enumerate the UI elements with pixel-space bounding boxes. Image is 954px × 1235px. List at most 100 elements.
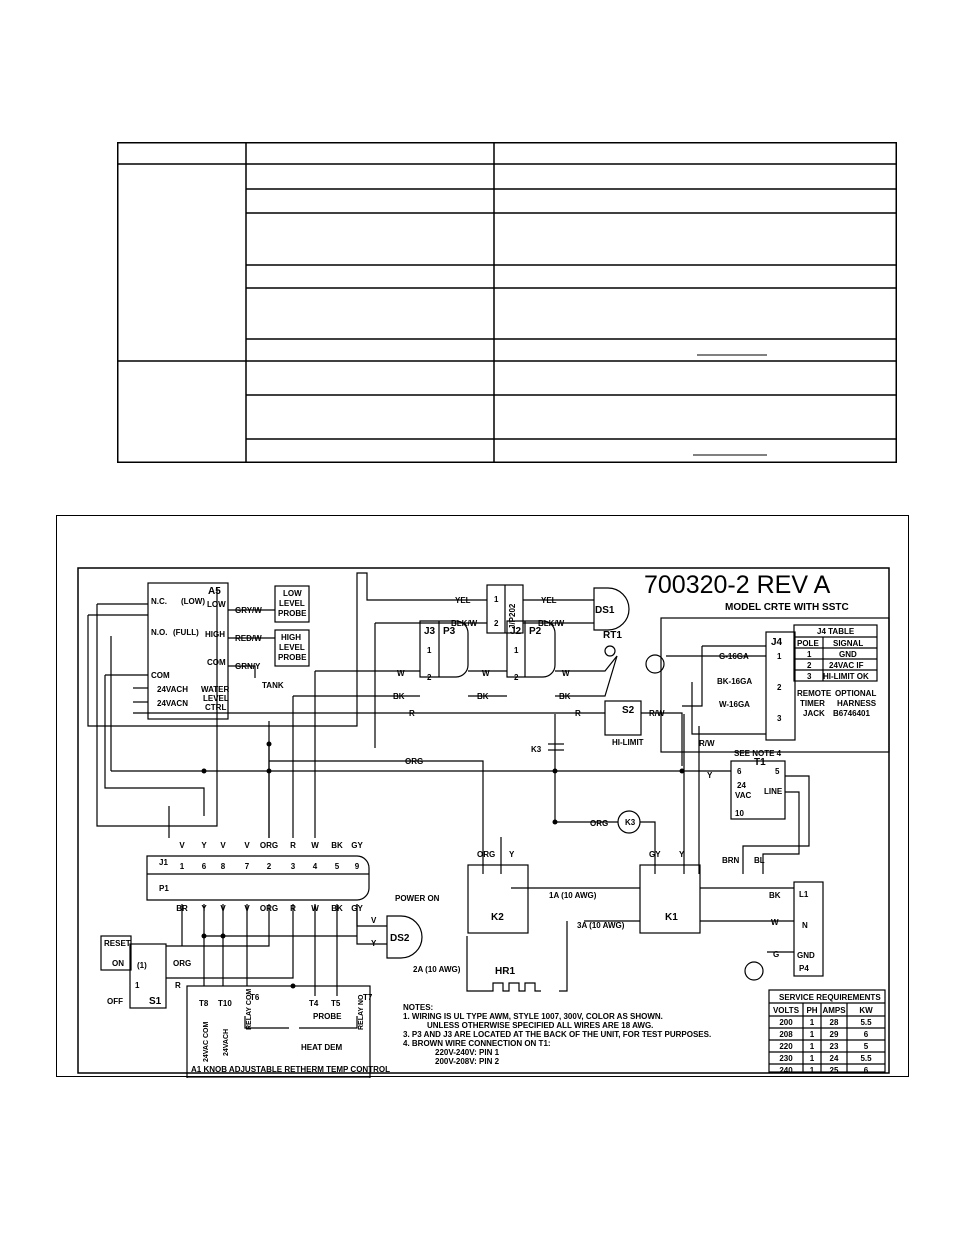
p1-bottom-wire: R: [290, 904, 296, 913]
gnd-label: GND: [797, 951, 815, 960]
low-probe-2: LEVEL: [279, 599, 305, 608]
a5-ref: A5: [208, 586, 221, 597]
bl-wire: BL: [754, 856, 765, 865]
high-wire: RED/W: [235, 634, 262, 643]
j4-label: J4: [771, 637, 783, 648]
service-cell: 240: [779, 1066, 793, 1075]
r-wire-1: R: [409, 709, 415, 718]
a1-probe: PROBE: [313, 1012, 342, 1021]
n-label: N: [802, 921, 808, 930]
p1-bottom-wire: W: [311, 904, 319, 913]
jp202-label: J/P202: [508, 603, 517, 629]
y-wire-ds2: Y: [371, 939, 377, 948]
a1-t7: T7: [363, 993, 373, 1002]
blkw-right: BLK/W: [538, 619, 565, 628]
term-high: HIGH: [205, 630, 225, 639]
wiring-schematic: 700320-2 REV A MODEL CRTE WITH SSTC A5 N…: [77, 567, 890, 1078]
service-cell: 23: [830, 1042, 839, 1051]
yel-left: YEL: [455, 596, 471, 605]
w-wire-1: W: [397, 669, 405, 678]
j4-pin2: 2: [777, 683, 782, 692]
service-header: KW: [859, 1006, 873, 1015]
j1-pin: 7: [245, 862, 250, 871]
t1-pin5: 5: [775, 767, 780, 776]
j4-pin3: 3: [777, 714, 782, 723]
r-wire-2: R: [575, 709, 581, 718]
high-probe-2: LEVEL: [279, 643, 305, 652]
rw-wire-2: R/W: [699, 739, 715, 748]
model-label: MODEL CRTE WITH SSTC: [725, 602, 849, 613]
remote-1: REMOTE: [797, 689, 832, 698]
j1-pin: 6: [202, 862, 207, 871]
j1-pin: 9: [355, 862, 360, 871]
service-cell: 5.5: [860, 1018, 872, 1027]
p1-bottom-wire: BR: [176, 904, 188, 913]
note-1b: UNLESS OTHERWISE SPECIFIED ALL WIRES ARE…: [427, 1021, 653, 1030]
y-wire-1: Y: [707, 771, 713, 780]
service-cell: 25: [830, 1066, 839, 1075]
j1-top-wire: R: [290, 841, 296, 850]
wire-3a: 3A (10 AWG): [577, 921, 625, 930]
blkw-left: BLK/W: [451, 619, 478, 628]
drawing-number: 700320-2 REV A: [644, 571, 831, 599]
off-label: OFF: [107, 997, 123, 1006]
j3-label: J3: [424, 626, 436, 637]
bk-wire-3: BK: [559, 692, 571, 701]
j1-top-wire: V: [244, 841, 250, 850]
gnd-g: G: [773, 950, 779, 959]
a1-t10: T10: [218, 999, 232, 1008]
ds2-label: DS2: [390, 933, 410, 944]
a1-relay-com: RELAY COM: [246, 989, 253, 1030]
low-label: (LOW): [181, 597, 205, 606]
j3-pin1: 1: [427, 646, 432, 655]
service-cell: 220: [779, 1042, 793, 1051]
service-cell: 5.5: [860, 1054, 872, 1063]
l1-bk: BK: [769, 891, 781, 900]
j1-pin: 3: [291, 862, 296, 871]
p1-bottom-wire: BK: [331, 904, 343, 913]
on-label: ON: [112, 959, 124, 968]
k1-y: Y: [679, 850, 685, 859]
note-3: 3. P3 AND J3 ARE LOCATED AT THE BACK OF …: [403, 1030, 711, 1039]
j1-top-wire: V: [220, 841, 226, 850]
tank-wire: GRN/Y: [235, 662, 261, 671]
service-cell: 24: [830, 1054, 839, 1063]
s1-r: R: [175, 981, 181, 990]
j4-col-pole: POLE: [797, 639, 819, 648]
reset-label: RESET: [104, 939, 131, 948]
note-4: 4. BROWN WIRE CONNECTION ON T1:: [403, 1039, 551, 1048]
rt1-label: RT1: [603, 630, 622, 641]
j4-wire-bk: BK-16GA: [717, 677, 752, 686]
service-cell: 1: [810, 1054, 815, 1063]
j4-row3-pole: 3: [807, 672, 812, 681]
k2-y: Y: [509, 850, 515, 859]
full-label: (FULL): [173, 628, 199, 637]
service-cell: 29: [830, 1030, 839, 1039]
rw-wire: R/W: [649, 709, 665, 718]
heat-dem: HEAT DEM: [301, 1043, 343, 1052]
j3-pin2: 2: [427, 673, 432, 682]
remote-3: JACK: [803, 709, 825, 718]
hr1-label: HR1: [495, 966, 515, 977]
yel-right: YEL: [541, 596, 557, 605]
j1-top-wire: V: [179, 841, 185, 850]
a1-relay-no: RELAY NO: [358, 994, 365, 1030]
vacn-label: 24VACN: [157, 699, 188, 708]
k2-org: ORG: [477, 850, 495, 859]
a1-t4: T4: [309, 999, 319, 1008]
j1-top-wire: W: [311, 841, 319, 850]
power-on-label: POWER ON: [395, 894, 440, 903]
notes-title: NOTES:: [403, 1003, 433, 1012]
ds1-label: DS1: [595, 605, 615, 616]
tank-label: TANK: [262, 681, 284, 690]
service-header: PH: [806, 1006, 817, 1015]
p1-bottom-wire: V: [220, 904, 226, 913]
s2-label: S2: [622, 705, 635, 716]
wiring-diagram-frame: 700320-2 REV A MODEL CRTE WITH SSTC A5 N…: [56, 515, 909, 1078]
service-header: AMPS: [822, 1006, 846, 1015]
j2-pin2: 2: [514, 673, 519, 682]
j1-top-wire: BK: [331, 841, 343, 850]
remote-2: TIMER: [800, 699, 825, 708]
p2-label: P2: [529, 626, 542, 637]
l1-label: L1: [799, 890, 809, 899]
